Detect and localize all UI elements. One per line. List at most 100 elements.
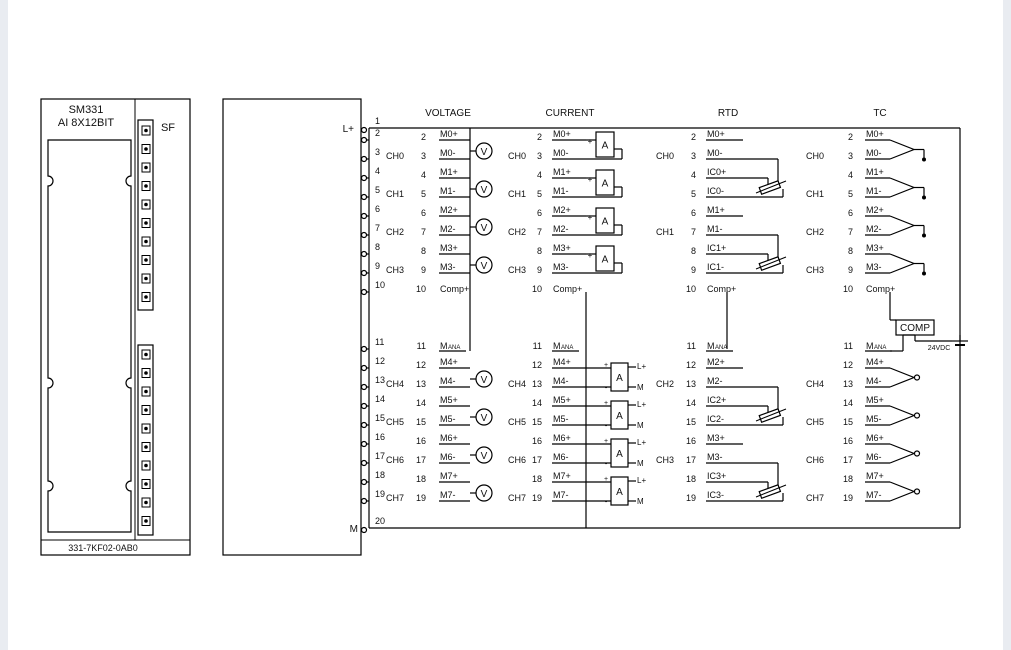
ammeter-plus-0: + bbox=[588, 137, 593, 146]
current-comp-plus: Comp+ bbox=[553, 284, 582, 294]
current-pin-8: 8 bbox=[537, 246, 542, 256]
current-signal-top-1: M0- bbox=[553, 148, 569, 158]
rtd-channel-0: CH0 bbox=[656, 151, 674, 161]
voltage-signal-bottom-1: M4- bbox=[440, 376, 456, 386]
rtd-channel-2: CH2 bbox=[656, 379, 674, 389]
current-pin-13: 13 bbox=[532, 379, 542, 389]
tc-channel-6: CH6 bbox=[806, 455, 824, 465]
current-pin-2: 2 bbox=[537, 132, 542, 142]
voltmeter-label-6: V bbox=[481, 451, 488, 462]
pin-number-20: 20 bbox=[375, 516, 385, 526]
rtd-signal-bottom-1: M2- bbox=[707, 376, 723, 386]
current-signal-top-4: M2+ bbox=[553, 205, 571, 215]
terminal-13 bbox=[360, 383, 368, 391]
thermocouple-bottom-1 bbox=[889, 405, 916, 426]
current-col-channel-1: CH1 bbox=[508, 189, 526, 199]
current-signal-bottom-7: M7- bbox=[553, 490, 569, 500]
pin-number-11: 11 bbox=[375, 337, 384, 347]
tc-pin-14: 14 bbox=[843, 398, 853, 408]
ammeter-label-2: A bbox=[602, 217, 609, 228]
rtd-resistor-arrow bbox=[755, 408, 787, 422]
rtd-pin-15: 15 bbox=[686, 417, 696, 427]
voltage-pin-11: 11 bbox=[417, 341, 426, 351]
current-pin-17: 17 bbox=[532, 455, 542, 465]
tc-signal-top-6: M3+ bbox=[866, 243, 884, 253]
voltage-mana-m: M bbox=[440, 341, 448, 351]
current-signal-top-7: M3- bbox=[553, 262, 569, 272]
rtd-signal-top-7: IC1- bbox=[707, 262, 724, 272]
rtd-header: RTD bbox=[718, 108, 738, 119]
rtd-pin-16: 16 bbox=[686, 436, 696, 446]
rtd-pin-5: 5 bbox=[691, 189, 696, 199]
screw-dot bbox=[144, 482, 148, 486]
terminal-screws bbox=[141, 125, 151, 526]
rtd-pin-4: 4 bbox=[691, 170, 696, 180]
voltage-signal-top-2: M1+ bbox=[440, 167, 458, 177]
tc-channel-1: CH1 bbox=[806, 189, 824, 199]
tc-pin-18: 18 bbox=[843, 474, 853, 484]
rtd-pin-18: 18 bbox=[686, 474, 696, 484]
rtd-signal-top-5: M1- bbox=[707, 224, 723, 234]
transducer-m-1: M bbox=[637, 421, 644, 430]
rtd-signal-top-0: M0+ bbox=[707, 129, 725, 139]
voltage-pin-3: 3 bbox=[421, 151, 426, 161]
current-signal-bottom-3: M5- bbox=[553, 414, 569, 424]
voltage-pin-17: 17 bbox=[416, 455, 426, 465]
tc-signal-top-5: M2- bbox=[866, 224, 882, 234]
tc-pin-7: 7 bbox=[848, 227, 853, 237]
current-col-channel-6: CH6 bbox=[508, 455, 526, 465]
ammeter-box-2 bbox=[595, 207, 615, 234]
thermocouple-dot bbox=[922, 233, 926, 238]
ammeter-label-1: A bbox=[602, 179, 609, 190]
rtd-pin-11: 11 bbox=[687, 341, 696, 351]
current-signal-bottom-0: M4+ bbox=[553, 357, 571, 367]
tc-pin-5: 5 bbox=[848, 189, 853, 199]
tc-signal-top-4: M2+ bbox=[866, 205, 884, 215]
rtd-pin-7: 7 bbox=[691, 227, 696, 237]
pin-number-5: 5 bbox=[375, 185, 380, 195]
voltmeter-label-7: V bbox=[481, 489, 488, 500]
rtd-signal-bottom-0: M2+ bbox=[707, 357, 725, 367]
tc-signal-bottom-1: M4- bbox=[866, 376, 882, 386]
terminal-11 bbox=[360, 345, 368, 353]
rtd-pin-3: 3 bbox=[691, 151, 696, 161]
voltage-pin-5: 5 bbox=[421, 189, 426, 199]
terminal-1 bbox=[360, 126, 368, 134]
comp-label: COMP bbox=[900, 323, 930, 334]
terminal-2 bbox=[360, 136, 368, 144]
rtd-pin-17: 17 bbox=[686, 455, 696, 465]
tc-signal-top-3: M1- bbox=[866, 186, 882, 196]
rtd-signal-top-3: IC0- bbox=[707, 186, 724, 196]
transducer-lplus-3: L+ bbox=[637, 476, 646, 485]
tc-pin-19: 19 bbox=[843, 493, 853, 503]
pin-number-16: 16 bbox=[375, 432, 385, 442]
voltage-signal-bottom-0: M4+ bbox=[440, 357, 458, 367]
voltage-pin-9: 9 bbox=[421, 265, 426, 275]
tc-comp-plus: Comp+ bbox=[866, 284, 895, 294]
pin-number-2: 2 bbox=[375, 128, 380, 138]
rtd-pin-9: 9 bbox=[691, 265, 696, 275]
transducer-box-1 bbox=[610, 400, 629, 430]
terminal-18 bbox=[360, 478, 368, 486]
voltage-pin-19: 19 bbox=[416, 493, 426, 503]
screw-dot bbox=[144, 426, 148, 431]
transducer-box-3 bbox=[610, 476, 629, 506]
screw-dot bbox=[144, 519, 148, 523]
screw-dot bbox=[144, 184, 148, 188]
rtd-pin-2: 2 bbox=[691, 132, 696, 142]
rtd-resistor-arrow bbox=[755, 484, 787, 498]
thermocouple-junction bbox=[913, 374, 921, 381]
rtd-signal-top-1: M0- bbox=[707, 148, 723, 158]
wiring-module-block bbox=[222, 98, 362, 556]
current-pin-15: 15 bbox=[532, 417, 542, 427]
rtd-signal-top-6: IC1+ bbox=[707, 243, 726, 253]
pin-number-19: 19 bbox=[375, 489, 385, 499]
transducer-label-2: A bbox=[616, 449, 623, 460]
terminal-channel-5: CH5 bbox=[386, 417, 404, 427]
tc-channel-4: CH4 bbox=[806, 379, 824, 389]
transducer-label-0: A bbox=[616, 373, 623, 384]
tc-channel-0: CH0 bbox=[806, 151, 824, 161]
transducer-lplus-1: L+ bbox=[637, 400, 646, 409]
tc-pin-8: 8 bbox=[848, 246, 853, 256]
rtd-comp-plus: Comp+ bbox=[707, 284, 736, 294]
